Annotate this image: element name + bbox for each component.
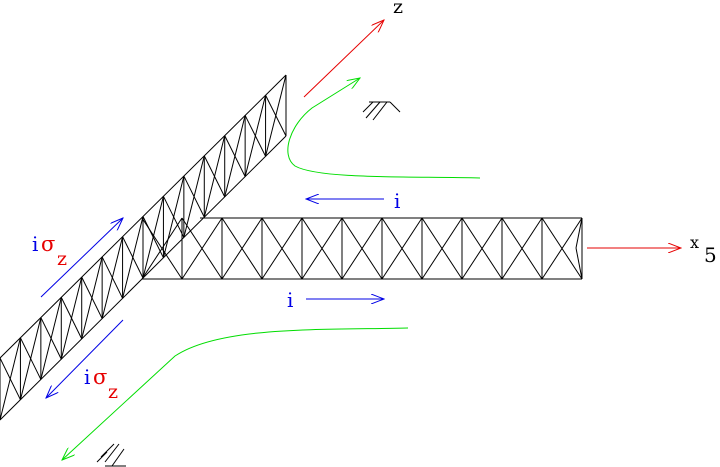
upper-flow-curve (287, 78, 481, 179)
lattice-brace (221, 217, 263, 280)
lower-left-i: i (84, 365, 90, 389)
upper-left-sigma: σ (41, 232, 55, 256)
lattice-brace (183, 175, 205, 218)
lattice-brace (162, 196, 185, 238)
upper-wall-symbol (362, 101, 401, 121)
lattice-brace (81, 276, 103, 319)
lower-left-current-arrow (46, 319, 124, 398)
lattice-brace (142, 216, 164, 258)
z-axis-arrow (303, 20, 384, 98)
bottom-current-label: i (287, 288, 293, 312)
lattice-brace (461, 217, 503, 280)
lattice-brace (261, 217, 303, 280)
lattice-brace (421, 217, 463, 280)
lattice-brace (181, 217, 223, 280)
upper-left-i: i (32, 232, 38, 256)
lattice-brace (501, 217, 543, 280)
upper-left-current-arrow (40, 218, 123, 298)
lower-left-sigma-label: i σ z (84, 365, 118, 403)
lower-left-sigma: σ (93, 365, 107, 389)
lattice-brace (224, 135, 246, 177)
lower-flow-curve (62, 327, 409, 460)
top-current-label: i (394, 189, 400, 213)
lattice-brace (19, 337, 42, 380)
lattice-brace (101, 256, 124, 299)
diagonal-lattice-strip (0, 74, 287, 421)
lattice-brace (122, 236, 144, 279)
lattice-brace (244, 115, 267, 157)
lattice-end (575, 247, 583, 280)
z-axis-label: z (393, 0, 403, 18)
lattice-brace (341, 217, 383, 280)
upper-left-subscript: z (57, 248, 67, 270)
lower-wall-symbol (96, 443, 126, 467)
lattice-brace (381, 217, 423, 280)
horizontal-lattice-strip (141, 217, 583, 280)
x-axis-label: x (690, 233, 699, 252)
lattice-brace (0, 357, 21, 400)
lattice-brace (40, 317, 62, 360)
lattice-brace (301, 217, 343, 280)
lattice-brace (141, 217, 183, 280)
lattice-brace (265, 94, 287, 137)
lattice-brace (203, 155, 226, 198)
lattice-brace (60, 297, 83, 340)
lattice-brace (541, 217, 583, 280)
upper-left-sigma-label: i σ z (32, 232, 67, 270)
lattice-end (575, 217, 583, 249)
lower-left-subscript: z (108, 381, 118, 403)
x-axis-subscript: 5 (704, 243, 717, 267)
